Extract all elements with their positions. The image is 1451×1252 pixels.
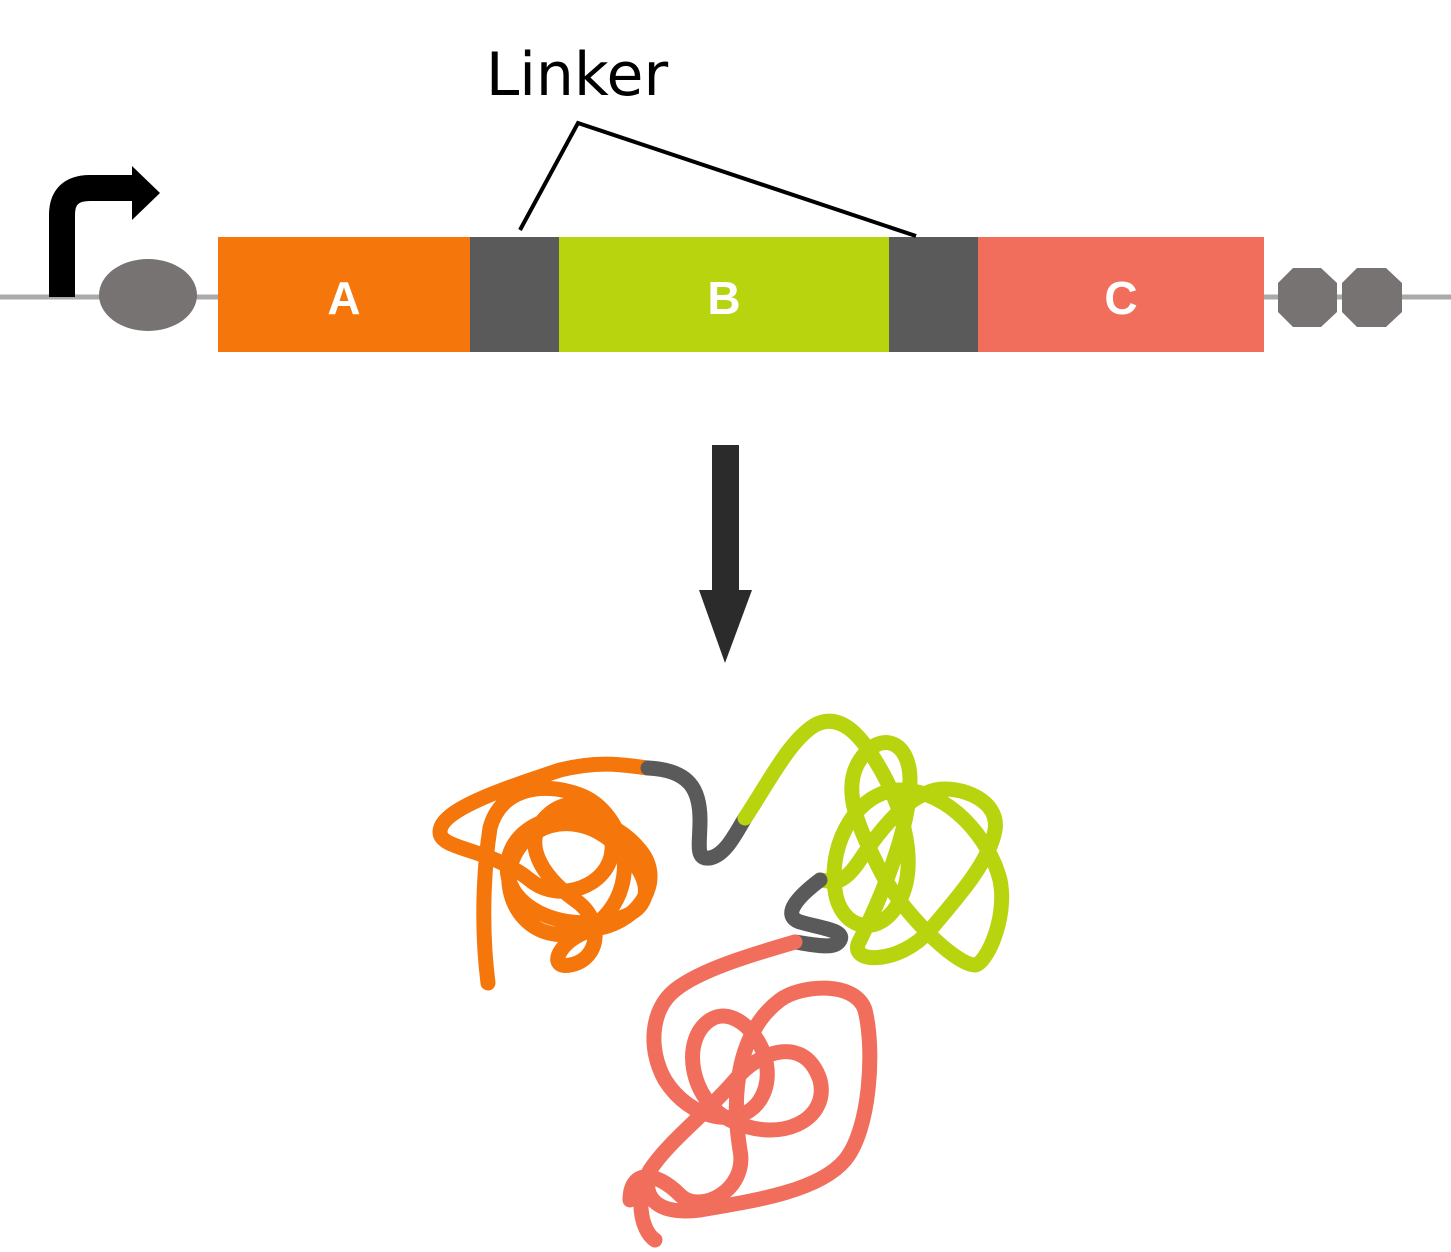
terminator-octagon-icon	[1342, 268, 1402, 327]
rbs-oval-icon	[99, 259, 197, 331]
folded-linker-2	[784, 872, 849, 954]
linker-block-1	[470, 237, 559, 352]
terminator-octagon-icon	[1278, 268, 1337, 327]
folded-linker-1	[640, 760, 753, 866]
domain-c-label: C	[1104, 272, 1137, 324]
domain-b-label: B	[707, 272, 740, 324]
folded-fusion-protein	[432, 713, 1010, 1248]
promoter-arrow-icon	[49, 166, 160, 297]
gene-construct: A B C	[218, 237, 1264, 352]
folded-domain-c	[622, 934, 878, 1248]
folded-domain-b	[737, 713, 1010, 973]
domain-a-label: A	[327, 272, 360, 324]
domain-a-block	[218, 237, 470, 352]
folded-domain-a	[432, 756, 658, 991]
linker-block-2	[889, 237, 978, 352]
linker-callout-label: Linker	[486, 40, 669, 110]
down-arrow-icon	[699, 445, 752, 663]
domain-b-block	[559, 237, 889, 352]
linker-callout-lines	[518, 120, 917, 238]
domain-c-block	[978, 237, 1264, 352]
